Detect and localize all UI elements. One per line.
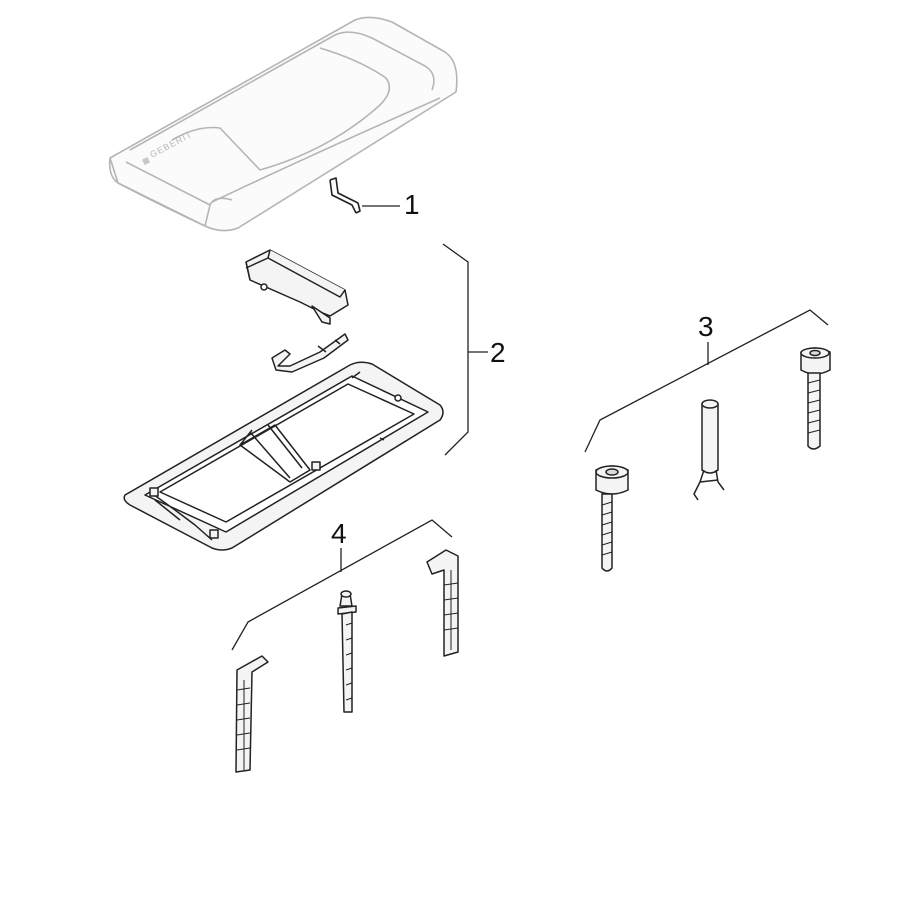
callout-2-label: 2 (490, 337, 506, 368)
part-2-mounting-frame (123, 361, 444, 551)
callout-1-label: 1 (404, 189, 420, 220)
callout-4-bracket (231, 519, 453, 651)
flush-plate-cover (108, 16, 458, 232)
part-4-leg-left (235, 655, 269, 773)
part-4-leg-middle (337, 590, 357, 713)
part-3-rod-with-clip (693, 399, 725, 501)
part-3-bolt-right (800, 347, 831, 450)
callout-2-bracket (442, 243, 469, 456)
part-3-bolt-left (595, 465, 629, 572)
part-2-actuator-block (245, 249, 349, 325)
callout-4-label: 4 (331, 518, 347, 549)
part-2-spring-lever (271, 333, 349, 373)
part-1-clip (329, 177, 361, 214)
callout-3-label: 3 (698, 311, 714, 342)
part-4-leg-right (426, 549, 459, 657)
callout-3-bracket (584, 309, 829, 453)
